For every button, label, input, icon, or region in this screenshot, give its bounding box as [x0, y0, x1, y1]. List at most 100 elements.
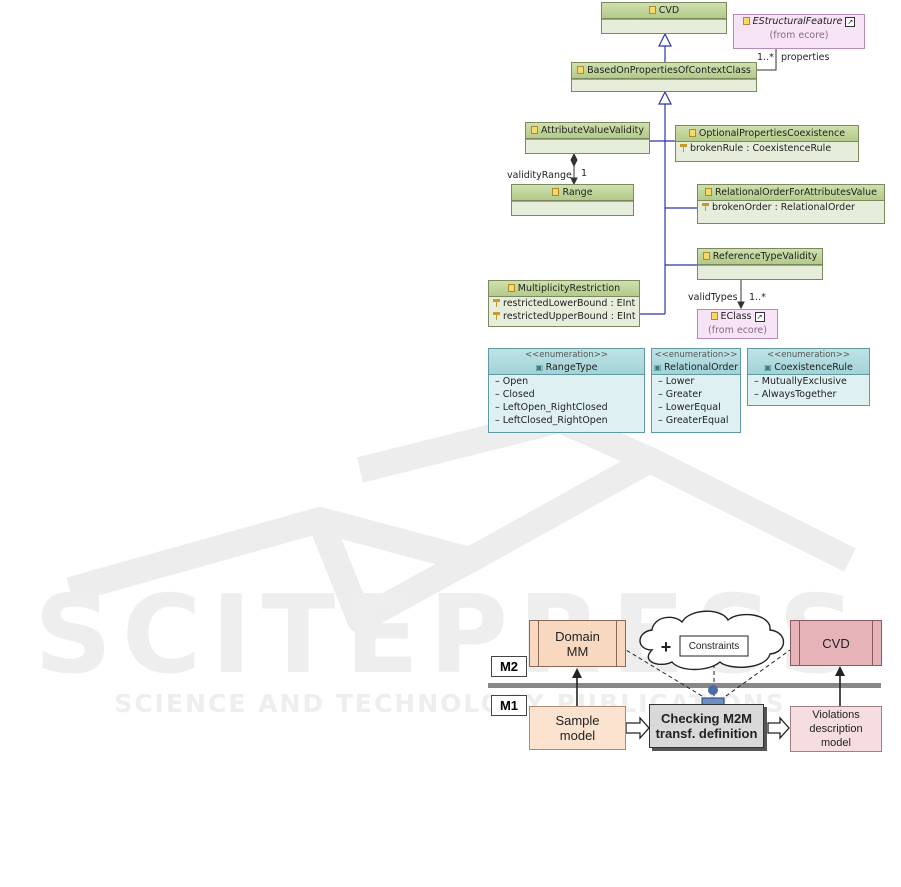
class-referencetypevalidity[interactable]: ReferenceTypeValidity	[697, 248, 823, 280]
level-m2-label: M2	[491, 656, 527, 677]
class-estructuralfeature[interactable]: EStructuralFeature↗ (from ecore)	[733, 14, 865, 49]
enum-literal: LowerEqual	[665, 402, 721, 413]
enum-literal: GreaterEqual	[665, 415, 729, 426]
literal-icon: –	[495, 389, 503, 400]
enum-icon: ▣	[535, 363, 546, 372]
validity-range-multiplicity: 1	[581, 168, 588, 179]
shortcut-arrow-icon: ↗	[845, 17, 856, 27]
attribute-icon	[702, 203, 709, 211]
class-name: EClass	[720, 311, 752, 322]
class-multiplicityrestriction[interactable]: MultiplicityRestriction restrictedLowerB…	[488, 280, 640, 327]
checking-m2m-line: transf. definition	[655, 726, 758, 741]
enum-name: CoexistenceRule	[774, 362, 853, 373]
literal-icon: –	[658, 389, 666, 400]
checking-m2m-box[interactable]: Checking M2M transf. definition	[649, 704, 764, 748]
attribute-icon	[680, 144, 687, 152]
class-icon	[742, 17, 750, 25]
class-optionalpropertiescoexistence[interactable]: OptionalPropertiesCoexistence brokenRule…	[675, 125, 859, 162]
attribute: restrictedUpperBound : EInt	[503, 311, 636, 322]
class-origin: (from ecore)	[708, 325, 767, 336]
attribute: brokenOrder : RelationalOrder	[712, 202, 855, 213]
domain-mm-line: MM	[566, 643, 589, 659]
violations-line: Violations	[812, 709, 860, 721]
attribute: restrictedLowerBound : EInt	[503, 298, 636, 309]
class-relationalorderforattributesvalue[interactable]: RelationalOrderForAttributesValue broken…	[697, 184, 885, 224]
enum-rangetype[interactable]: <<enumeration>> ▣ RangeType – Open – Clo…	[488, 348, 645, 433]
class-name: Range	[562, 187, 593, 198]
literal-icon: –	[658, 376, 666, 387]
level-m1-label: M1	[491, 695, 527, 716]
attribute-icon	[493, 299, 500, 307]
class-name: RelationalOrderForAttributesValue	[715, 187, 877, 198]
cvd-box[interactable]: CVD	[790, 620, 882, 666]
sample-model-line: model	[559, 728, 596, 743]
valid-types-multiplicity: 1..*	[749, 292, 766, 303]
validity-range-role: validityRange	[507, 170, 572, 181]
plus-icon: +	[661, 637, 672, 657]
class-icon	[577, 66, 585, 74]
checking-m2m-line: Checking M2M	[660, 711, 752, 726]
attribute: brokenRule : CoexistenceRule	[690, 143, 832, 154]
class-cvd[interactable]: CVD	[601, 2, 727, 34]
class-name: ReferenceTypeValidity	[712, 251, 818, 262]
class-icon	[531, 126, 539, 134]
properties-role: properties	[781, 52, 830, 63]
enum-literal: Closed	[502, 389, 535, 400]
class-name: CVD	[658, 5, 680, 16]
domain-mm-line: Domain	[555, 628, 600, 644]
shortcut-arrow-icon: ↗	[754, 312, 765, 322]
cvd-label: CVD	[822, 635, 850, 651]
class-range[interactable]: Range	[511, 184, 634, 216]
literal-icon: –	[495, 376, 503, 387]
class-name: AttributeValueValidity	[541, 125, 644, 136]
enum-icon: ▣	[764, 363, 775, 372]
class-name: BasedOnPropertiesOfContextClass	[587, 65, 751, 76]
class-basedonpropertiesofcontextclass[interactable]: BasedOnPropertiesOfContextClass	[571, 62, 757, 92]
class-icon	[705, 188, 713, 196]
violations-line: model	[821, 737, 851, 749]
enum-stereotype: <<enumeration>>	[767, 350, 850, 360]
class-icon	[648, 6, 656, 14]
enum-literal: LeftOpen_RightClosed	[502, 402, 608, 413]
enum-literal: Open	[502, 376, 529, 387]
sample-model-box[interactable]: Sample model	[529, 706, 626, 750]
enum-literal: AlwaysTogether	[761, 389, 837, 400]
enum-literal: Greater	[665, 389, 702, 400]
literal-icon: –	[495, 415, 503, 426]
enum-name: RelationalOrder	[663, 362, 739, 373]
enum-icon: ▣	[653, 363, 664, 372]
class-icon	[688, 129, 696, 137]
valid-types-role: validTypes	[688, 292, 738, 303]
enum-literal: Lower	[665, 376, 695, 387]
enum-stereotype: <<enumeration>>	[654, 350, 738, 360]
sample-model-line: Sample	[555, 713, 600, 728]
class-icon	[710, 312, 718, 320]
class-icon	[552, 188, 560, 196]
violations-line: description	[809, 723, 863, 735]
enum-name: RangeType	[545, 362, 598, 373]
class-attributevaluevalidity[interactable]: AttributeValueValidity	[525, 122, 650, 154]
domain-mm-box[interactable]: Domain MM	[529, 620, 626, 667]
class-icon	[507, 284, 515, 292]
constraints-label: Constraints	[688, 640, 740, 652]
literal-icon: –	[658, 415, 666, 426]
enum-coexistencerule[interactable]: <<enumeration>> ▣ CoexistenceRule – Mutu…	[747, 348, 870, 406]
class-icon	[702, 252, 710, 260]
enum-relationalorder[interactable]: <<enumeration>> ▣ RelationalOrder – Lowe…	[651, 348, 741, 433]
literal-icon: –	[754, 389, 762, 400]
class-name: EStructuralFeature	[752, 16, 843, 27]
attribute-icon	[493, 312, 500, 320]
literal-icon: –	[754, 376, 762, 387]
literal-icon: –	[495, 402, 503, 413]
literal-icon: –	[658, 402, 666, 413]
enum-literal: LeftClosed_RightOpen	[502, 415, 608, 426]
class-name: MultiplicityRestriction	[517, 283, 621, 294]
class-eclass[interactable]: EClass↗ (from ecore)	[697, 309, 778, 339]
violations-box[interactable]: Violations description model	[790, 706, 882, 752]
properties-multiplicity: 1..*	[757, 52, 774, 63]
class-name: OptionalPropertiesCoexistence	[698, 128, 846, 139]
enum-literal: MutuallyExclusive	[761, 376, 847, 387]
class-origin: (from ecore)	[769, 30, 829, 41]
